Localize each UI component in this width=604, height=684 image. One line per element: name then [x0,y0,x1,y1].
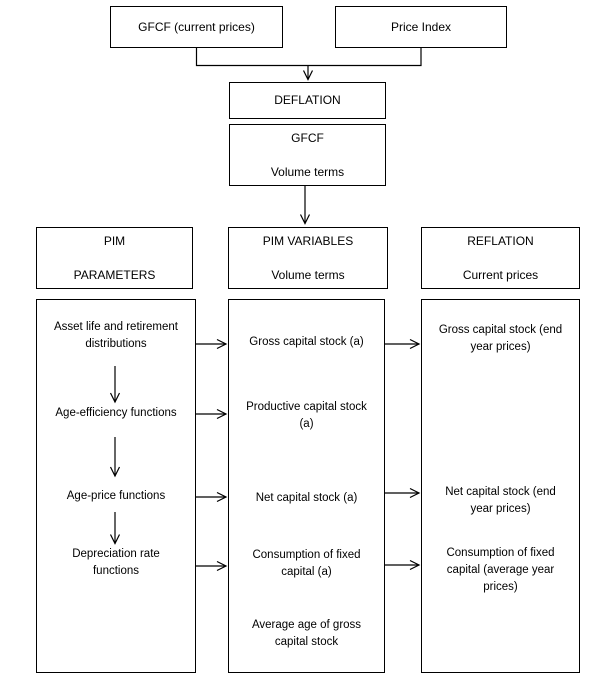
item-age-efficiency-functions: Age-efficiency functions [55,407,177,419]
header-pim-variables: PIM VARIABLES Volume terms [228,227,388,289]
item-net-stock-end-year: Net capital stock (end year prices) [445,486,556,515]
item-net-capital-stock: Net capital stock (a) [255,492,358,504]
item-gross-stock-end-year: Gross capital stock (end year prices) [438,324,563,353]
panel-pim-parameters [36,299,196,673]
item-consumption-average-year: Consumption of fixed capital (average ye… [446,547,555,593]
item-gross-capital-stock: Gross capital stock (a) [249,336,364,348]
item-age-price-functions: Age-price functions [66,490,166,502]
connector-inputs-merge [195,48,422,67]
box-gfcf-volume-terms: GFCF Volume terms [229,124,386,186]
item-depreciation-rate-functions: Depreciation rate functions [72,548,160,577]
header-reflation: REFLATION Current prices [421,227,580,289]
item-average-age-gross-stock: Average age of gross capital stock [251,619,362,648]
box-price-index: Price Index [335,6,507,48]
panel-reflation [421,299,580,673]
box-gfcf-current-prices: GFCF (current prices) [110,6,283,48]
item-consumption-fixed-capital: Consumption of fixed capital (a) [252,549,361,578]
panel-pim-variables [228,299,385,673]
box-deflation: DEFLATION [229,82,386,119]
item-productive-capital-stock: Productive capital stock (a) [246,401,367,430]
header-pim-parameters: PIM PARAMETERS [36,227,193,289]
item-asset-life-retirement: Asset life and retirement distributions [53,321,178,350]
